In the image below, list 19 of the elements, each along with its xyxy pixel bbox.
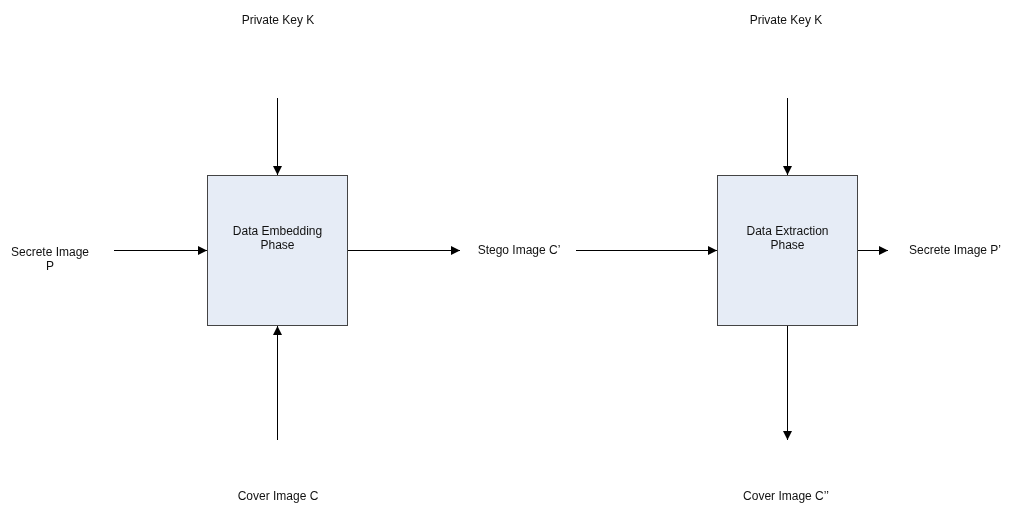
io-label: Stego Image C’ <box>477 243 561 257</box>
process-box <box>207 175 348 326</box>
arrow <box>857 246 889 255</box>
arrow <box>783 325 792 441</box>
io-label: Private Key K <box>749 13 823 27</box>
arrow <box>575 246 718 255</box>
arrow <box>783 97 792 176</box>
io-label: Cover Image C <box>237 489 319 503</box>
arrow <box>273 325 282 441</box>
process-label: Data Embedding Phase <box>232 224 323 252</box>
io-label: Secrete Image P <box>10 245 90 273</box>
process-label: Data Extraction Phase <box>745 224 830 252</box>
arrow <box>347 246 461 255</box>
process-box <box>717 175 858 326</box>
arrow <box>273 97 282 176</box>
io-label: Secrete Image P’ <box>908 243 1001 257</box>
arrow <box>113 246 208 255</box>
io-label: Private Key K <box>241 13 315 27</box>
io-label: Cover Image C’’ <box>743 489 829 503</box>
